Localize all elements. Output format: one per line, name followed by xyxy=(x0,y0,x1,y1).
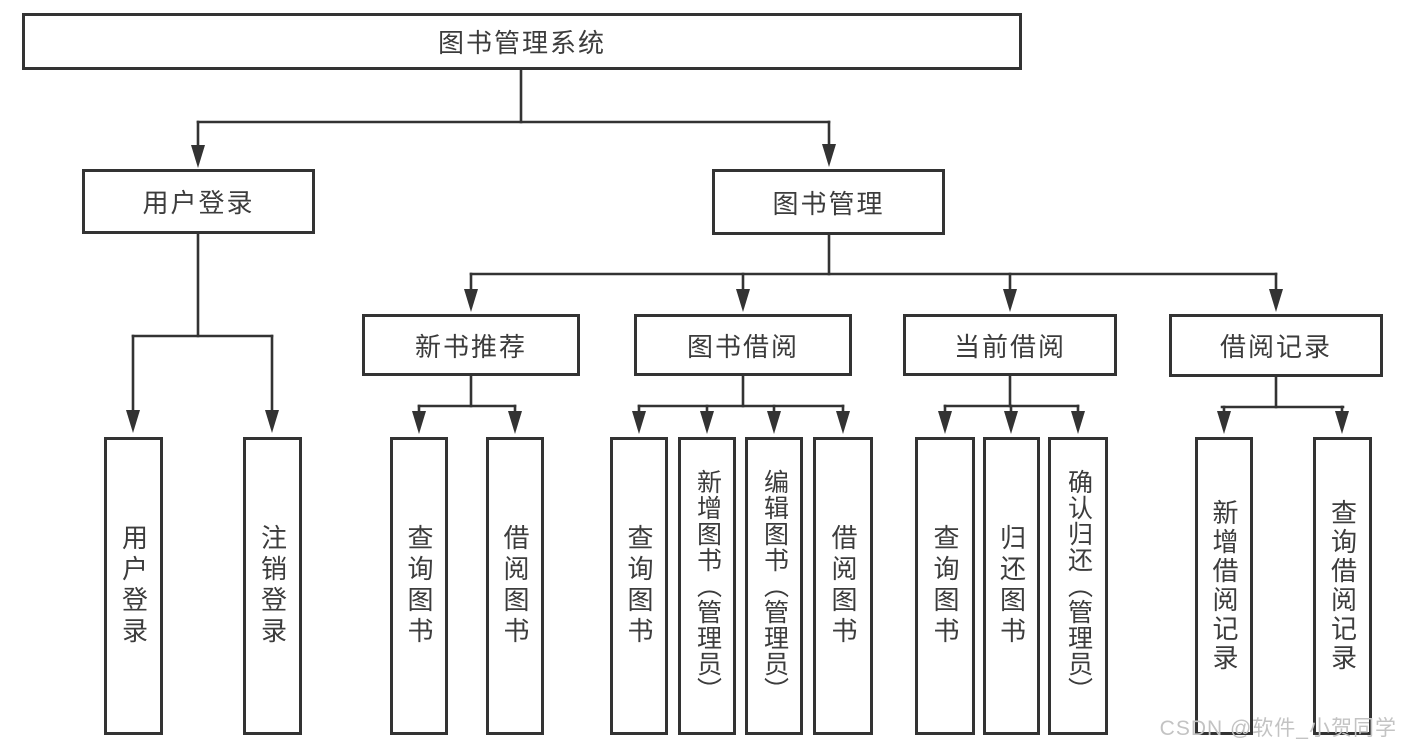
node-book-management-label: 图书管理 xyxy=(772,188,885,219)
leaf-user-login: 用户登录 xyxy=(104,437,163,735)
leaf-add-book-admin-label: 新增图书（管理员） xyxy=(693,469,722,703)
node-borrowing-records: 借阅记录 xyxy=(1169,314,1383,377)
leaf-borrow-book-borrowing-label: 借阅图书 xyxy=(828,524,858,648)
node-user-login-label: 用户登录 xyxy=(142,188,255,218)
node-new-book-recommend-label: 新书推荐 xyxy=(414,331,527,362)
leaf-user-login-label: 用户登录 xyxy=(118,524,149,648)
leaf-borrow-book-borrowing: 借阅图书 xyxy=(813,437,873,735)
node-new-book-recommend: 新书推荐 xyxy=(362,314,580,376)
leaf-edit-book-admin: 编辑图书（管理员） xyxy=(745,437,803,735)
node-book-borrowing-label: 图书借阅 xyxy=(686,331,799,362)
leaf-borrow-book-newbook: 借阅图书 xyxy=(486,437,544,735)
leaf-return-book: 归还图书 xyxy=(983,437,1040,735)
node-root: 图书管理系统 xyxy=(22,13,1022,70)
node-borrowing-records-label: 借阅记录 xyxy=(1219,332,1332,362)
leaf-add-borrow-record-label: 新增借阅记录 xyxy=(1209,499,1239,673)
leaf-query-book-current-label: 查询图书 xyxy=(930,524,960,648)
leaf-confirm-return-admin: 确认归还（管理员） xyxy=(1048,437,1108,735)
leaf-query-book-newbook: 查询图书 xyxy=(390,437,448,735)
leaf-borrow-book-newbook-label: 借阅图书 xyxy=(500,524,530,648)
leaf-add-book-admin: 新增图书（管理员） xyxy=(678,437,736,735)
leaf-query-borrow-record-label: 查询借阅记录 xyxy=(1327,499,1358,673)
node-current-borrowing-label: 当前借阅 xyxy=(953,331,1066,362)
node-user-login: 用户登录 xyxy=(82,169,315,234)
node-current-borrowing: 当前借阅 xyxy=(903,314,1117,376)
node-book-borrowing: 图书借阅 xyxy=(634,314,852,376)
leaf-query-borrow-record: 查询借阅记录 xyxy=(1313,437,1372,735)
node-book-management: 图书管理 xyxy=(712,169,945,235)
leaf-query-book-borrowing-label: 查询图书 xyxy=(624,524,654,648)
leaf-logout-label: 注销登录 xyxy=(257,524,288,648)
leaf-query-book-borrowing: 查询图书 xyxy=(610,437,668,735)
csdn-watermark: CSDN @软件_小贺同学 xyxy=(1159,717,1397,740)
node-root-label: 图书管理系统 xyxy=(437,28,606,58)
leaf-return-book-label: 归还图书 xyxy=(996,524,1027,648)
leaf-logout: 注销登录 xyxy=(243,437,302,735)
leaf-confirm-return-admin-label: 确认归还（管理员） xyxy=(1064,469,1093,703)
leaf-add-borrow-record: 新增借阅记录 xyxy=(1195,437,1253,735)
leaf-query-book-newbook-label: 查询图书 xyxy=(404,524,434,648)
leaf-query-book-current: 查询图书 xyxy=(915,437,975,735)
leaf-edit-book-admin-label: 编辑图书（管理员） xyxy=(760,469,789,703)
